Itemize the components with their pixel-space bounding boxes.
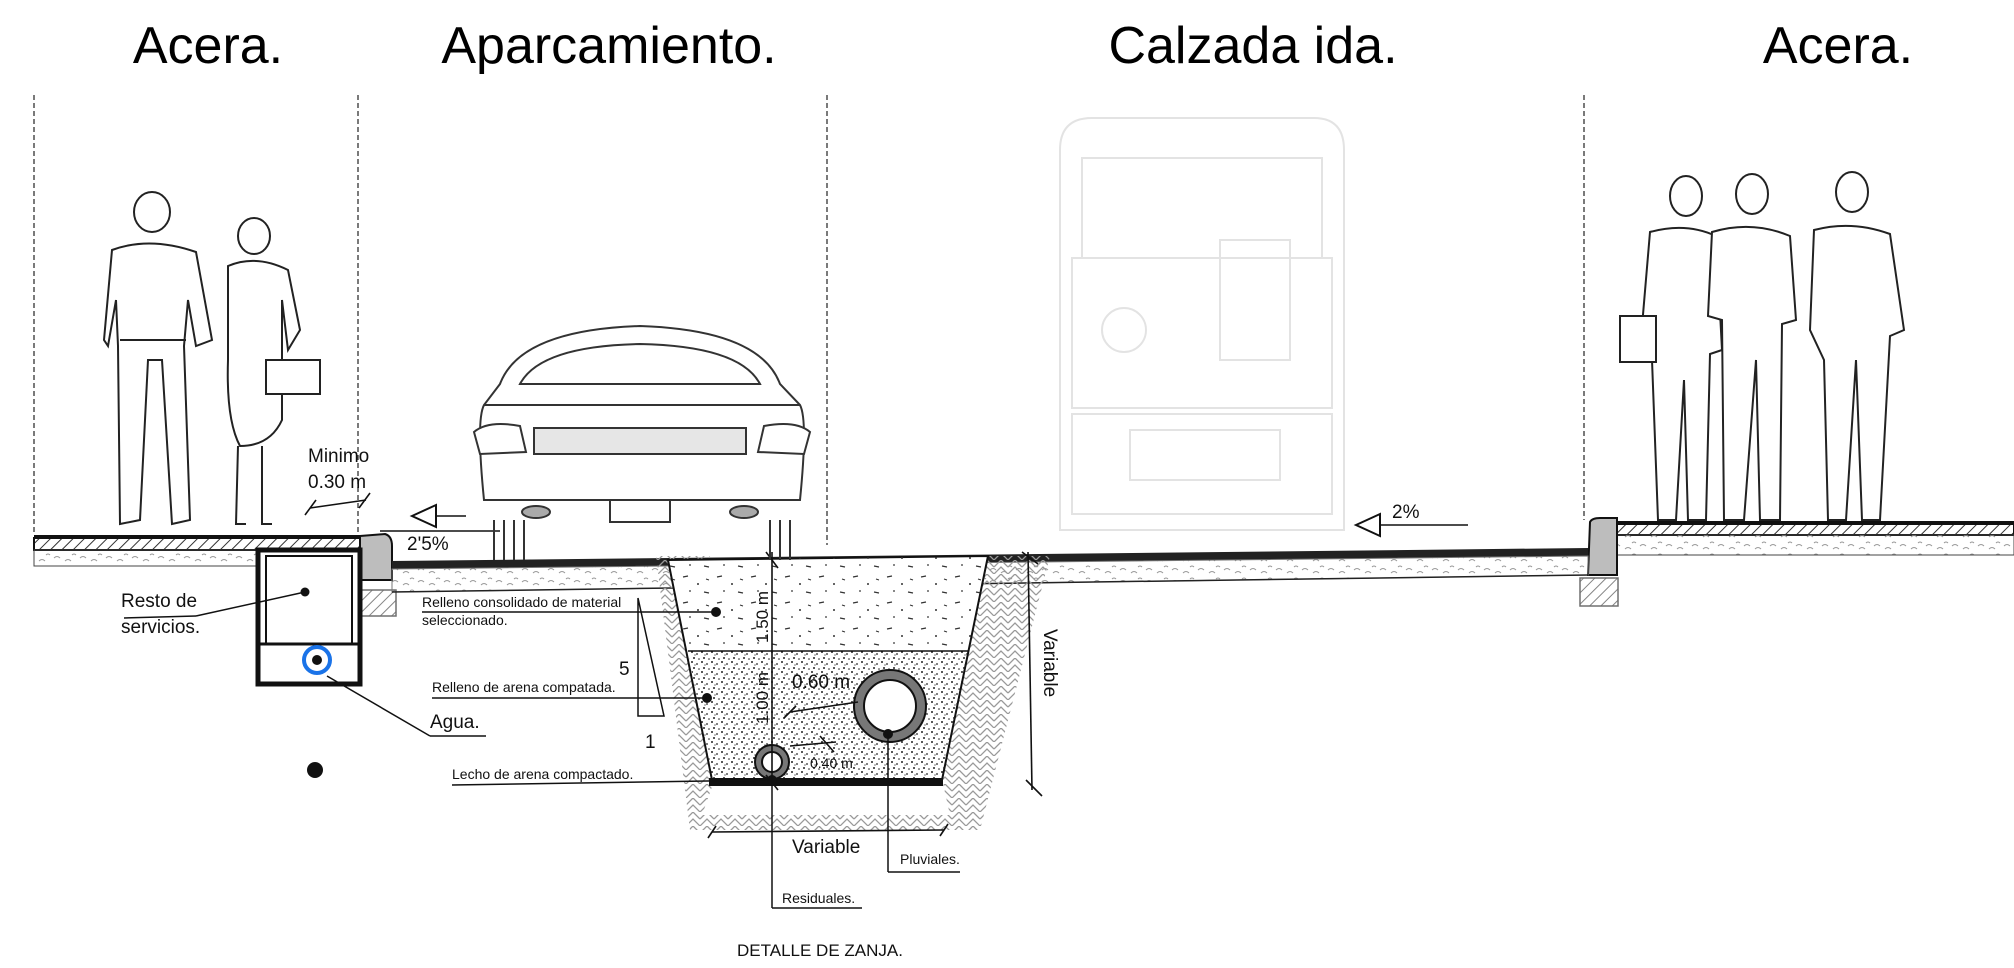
right-sidewalk-pavement bbox=[1616, 521, 2014, 556]
label-agua: Agua. bbox=[430, 712, 480, 733]
pedestrians-left bbox=[102, 191, 321, 526]
detail-title: DETALLE DE ZANJA. bbox=[737, 941, 903, 960]
label-relleno-arena: Relleno de arena compatada. bbox=[432, 679, 616, 695]
label-relleno-consolidado-line2: seleccionado. bbox=[422, 612, 508, 628]
service-marker-dot bbox=[307, 762, 323, 778]
label-lecho-arena: Lecho de arena compactado. bbox=[452, 766, 633, 782]
right-curb bbox=[1579, 517, 1619, 607]
label-variable-horizontal: Variable bbox=[792, 837, 860, 858]
label-pluviales: Pluviales. bbox=[900, 851, 960, 867]
label-ratio-top: 5 bbox=[619, 659, 630, 680]
label-minimo-value: 0.30 m bbox=[308, 472, 366, 493]
label-resto-line2: servicios. bbox=[121, 617, 200, 638]
label-resto-line1: Resto de bbox=[121, 591, 197, 612]
label-depth-100: 1.00 m bbox=[753, 672, 772, 724]
pedestrians-right bbox=[1619, 171, 1906, 521]
title-carriageway: Calzada ida. bbox=[1108, 17, 1397, 75]
leader-lines bbox=[123, 591, 960, 909]
label-pipe-040: 0.40 m bbox=[810, 755, 853, 771]
label-residuales: Residuales. bbox=[782, 890, 855, 906]
label-depth-150: 1.50 m bbox=[753, 591, 772, 643]
title-parking: Aparcamiento. bbox=[441, 17, 776, 75]
label-minimo: Minimo bbox=[308, 446, 369, 467]
title-sidewalk-right: Acera. bbox=[1763, 17, 1913, 75]
dimension-lines bbox=[304, 492, 1468, 839]
label-ratio-bottom: 1 bbox=[645, 732, 656, 753]
label-slope-road: 2% bbox=[1392, 502, 1420, 523]
car-silhouette bbox=[472, 324, 812, 560]
left-curb bbox=[359, 532, 397, 617]
water-pipe-icon bbox=[302, 645, 332, 675]
zone-dividers bbox=[33, 95, 1585, 545]
title-sidewalk-left: Acera. bbox=[133, 17, 283, 75]
bus-silhouette bbox=[1059, 117, 1345, 531]
label-relleno-consolidado-line1: Relleno consolidado de material bbox=[422, 594, 621, 610]
label-variable-vertical: Variable bbox=[1039, 629, 1060, 697]
label-slope-parking: 2'5% bbox=[407, 534, 449, 555]
label-pipe-060: 0.60 m bbox=[792, 672, 850, 693]
trench bbox=[656, 554, 1050, 830]
